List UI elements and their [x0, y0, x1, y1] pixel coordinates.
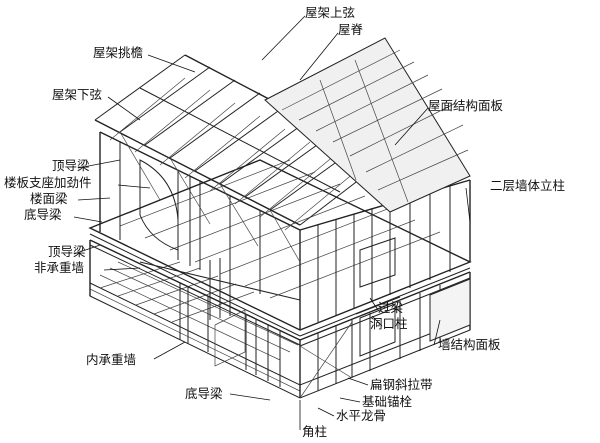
label-corner-stud: 角柱 [302, 424, 327, 439]
label-ridge: 屋脊 [338, 22, 364, 37]
label-truss-bottom-chord: 屋架下弦 [52, 87, 102, 102]
label-anchor-bolt: 基础锚栓 [362, 394, 413, 409]
label-top-track-2: 顶导梁 [48, 244, 86, 259]
label-horizontal-bridging: 水平龙骨 [336, 408, 386, 423]
label-bottom-track: 底导梁 [24, 207, 62, 222]
interior-bearing-wall [139, 256, 301, 367]
label-truss-eave: 屋架挑檐 [93, 45, 143, 60]
label-floor-bearing-stiffener: 楼板支座加劲件 [4, 175, 92, 190]
label-header: 过梁 [378, 300, 404, 315]
second-floor-left-wall [99, 131, 301, 330]
roof-sheathing-panels [264, 37, 471, 213]
label-floor-joist: 楼面梁 [30, 191, 68, 206]
labels: 屋架上弦 屋脊 屋架挑檐 屋架下弦 屋面结构面板 顶导梁 楼板支座加劲件 楼面梁… [4, 5, 565, 439]
label-top-track: 顶导梁 [52, 158, 90, 173]
label-wall-sheathing: 墙结构面板 [438, 337, 501, 352]
label-truss-top-chord: 屋架上弦 [305, 5, 355, 20]
label-opening-stud: 洞口柱 [370, 316, 408, 331]
label-roof-sheathing: 屋面结构面板 [428, 98, 504, 113]
first-floor-right-wall [299, 271, 471, 399]
label-flat-strap-brace: 扁钢斜拉带 [370, 377, 433, 392]
label-non-bearing-wall: 非承重墙 [34, 260, 84, 275]
first-floor-left-wall [89, 239, 301, 398]
label-second-floor-stud: 二层墙体立柱 [490, 178, 565, 193]
label-bottom-track-2: 底导梁 [185, 386, 223, 401]
leader-lines [73, 15, 471, 430]
label-interior-bearing-wall: 内承重墙 [86, 352, 136, 367]
